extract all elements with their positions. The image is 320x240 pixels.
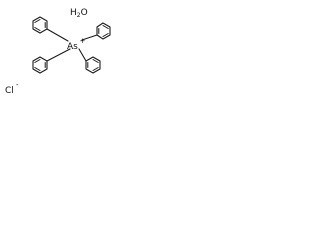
water-oxygen-symbol: O bbox=[81, 8, 88, 18]
phenyl-ring-lower-right-outline bbox=[85, 56, 101, 74]
phenyl-ring-upper-left bbox=[32, 16, 48, 34]
phenyl-ring-lower-left bbox=[32, 56, 48, 74]
phenyl-ring-lower-left-outline bbox=[32, 56, 48, 74]
arsenic-symbol: As bbox=[67, 42, 78, 52]
phenyl-ring-upper-right-double-bond-2 bbox=[102, 33, 109, 37]
bond-as-lower-right bbox=[78, 48, 87, 62]
phenyl-ring-upper-right-double-bond-1 bbox=[102, 25, 109, 29]
bond-as-upper-left bbox=[46, 28, 69, 42]
phenyl-ring-lower-right bbox=[85, 56, 101, 74]
water-formula-text: H2O bbox=[70, 8, 88, 19]
bond-as-upper-right bbox=[81, 34, 98, 41]
phenyl-ring-upper-left-double-bond-2 bbox=[34, 27, 41, 31]
bond-as-lower-left bbox=[46, 48, 71, 62]
chloride-symbol: Cl bbox=[5, 86, 14, 96]
water-formula: H2O bbox=[70, 8, 88, 19]
chemical-structure-diagram: H2O As + Cl - bbox=[5, 8, 111, 96]
phenyl-ring-lower-right-double-bond-1 bbox=[92, 59, 99, 63]
arsonium-charge: + bbox=[80, 37, 86, 45]
phenyl-ring-upper-right bbox=[96, 22, 111, 40]
arsonium-center: As + bbox=[67, 37, 86, 52]
phenyl-ring-upper-left-double-bond-1 bbox=[34, 19, 41, 23]
phenyl-ring-lower-left-double-bond-2 bbox=[34, 67, 41, 71]
phenyl-ring-lower-left-double-bond-1 bbox=[34, 59, 41, 63]
water-hydrogen-symbol: H bbox=[70, 8, 77, 18]
water-hydrogen-count: 2 bbox=[77, 12, 81, 19]
chloride-ion: Cl - bbox=[5, 81, 19, 96]
chloride-charge: - bbox=[16, 81, 19, 89]
phenyl-ring-lower-right-double-bond-2 bbox=[92, 67, 99, 71]
